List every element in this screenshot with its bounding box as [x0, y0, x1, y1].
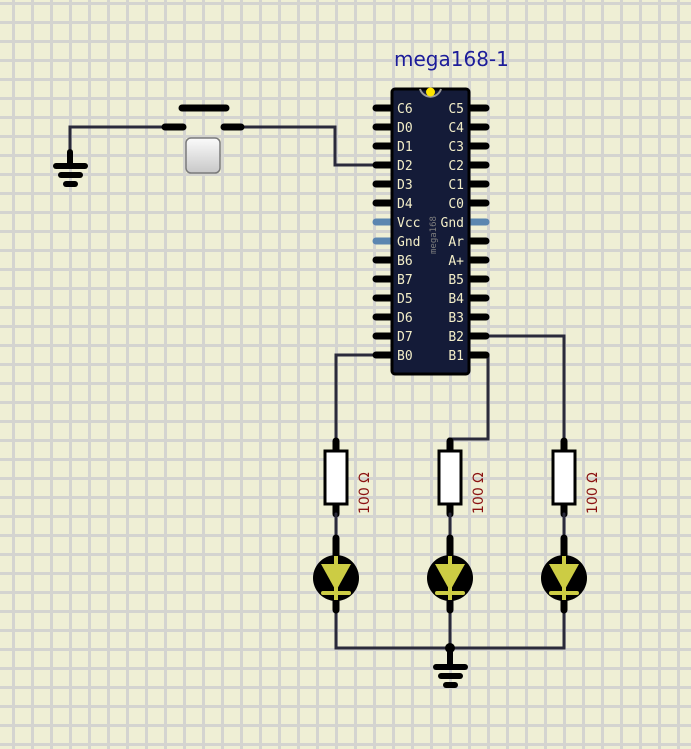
- chip-pins: [372, 104, 490, 359]
- chip-pin-labels: C6D0D1D2D3D4VccGndB6B7D5D6D7B0C5C4C3C2C1…: [397, 102, 464, 364]
- pin-label-left: B7: [397, 273, 413, 288]
- pin-label-right: Gnd: [441, 216, 464, 231]
- resistor-value-label: 100 Ω: [585, 472, 601, 514]
- pin1-notch: [419, 88, 442, 98]
- switch-button-cap[interactable]: [185, 137, 221, 174]
- pin-label-left: D0: [397, 121, 413, 136]
- pin-label-left: D1: [397, 140, 413, 155]
- pin-label-right: C3: [448, 140, 464, 155]
- diode-triangle-icon: [435, 564, 465, 591]
- push-button[interactable]: [161, 104, 245, 174]
- pin-label-right: C2: [448, 159, 464, 174]
- pin-label-left: D7: [397, 330, 413, 345]
- wire-b2-r3[interactable]: [481, 334, 566, 442]
- led-led2[interactable]: [427, 534, 473, 614]
- resistor-value-label: 100 Ω: [357, 472, 373, 514]
- pin-label-right: B1: [448, 349, 464, 364]
- pin-label-left: D6: [397, 311, 413, 326]
- chip-mega168[interactable]: mega168-1 mega168 C6D0D1D2D3D4VccGndB6B7…: [372, 47, 509, 376]
- wire-b0-r1[interactable]: [334, 353, 379, 442]
- pin-label-right: B3: [448, 311, 464, 326]
- pin-label-right: B4: [448, 292, 464, 307]
- resistor-r3[interactable]: 100 Ω: [551, 437, 601, 542]
- ground-bottom[interactable]: [433, 649, 468, 688]
- wire-gnd-switch[interactable]: [68, 125, 170, 162]
- pin-label-right: C0: [448, 197, 464, 212]
- resistor-r2[interactable]: 100 Ω: [437, 437, 487, 542]
- resistor-r1[interactable]: 100 Ω: [323, 437, 373, 542]
- pin-label-right: B2: [448, 330, 464, 345]
- pin1-indicator-icon: [426, 87, 435, 97]
- diode-triangle-icon: [321, 564, 351, 591]
- pin-label-left: B6: [397, 254, 413, 269]
- pin-label-right: B5: [448, 273, 464, 288]
- pin-label-right: C1: [448, 178, 464, 193]
- pin-label-right: Ar: [448, 235, 464, 250]
- wire-switch-d2[interactable]: [236, 125, 379, 167]
- pin-label-left: D4: [397, 197, 413, 212]
- pin-label-left: D2: [397, 159, 413, 174]
- resistor-body[interactable]: [437, 449, 463, 506]
- chip-title: mega168-1: [394, 47, 509, 71]
- pin-label-left: C6: [397, 102, 413, 117]
- ground-left[interactable]: [53, 149, 88, 187]
- resistor-body[interactable]: [551, 449, 577, 506]
- pin-label-right: A+: [448, 254, 464, 269]
- led-led3[interactable]: [541, 534, 587, 614]
- resistors: 100 Ω 100 Ω 100 Ω: [323, 437, 601, 542]
- diode-triangle-icon: [549, 564, 579, 591]
- resistor-value-label: 100 Ω: [471, 472, 487, 514]
- pin-label-right: C4: [448, 121, 464, 136]
- chip-model-label: mega168: [429, 216, 439, 254]
- pin-label-left: D3: [397, 178, 413, 193]
- leds: [313, 534, 587, 614]
- pin-label-right: C5: [448, 102, 464, 117]
- pin-label-left: D5: [397, 292, 413, 307]
- pin-label-left: Gnd: [397, 235, 420, 250]
- pin-label-left: Vcc: [397, 216, 420, 231]
- resistor-body[interactable]: [323, 449, 349, 506]
- led-led1[interactable]: [313, 534, 359, 614]
- pin-label-left: B0: [397, 349, 413, 364]
